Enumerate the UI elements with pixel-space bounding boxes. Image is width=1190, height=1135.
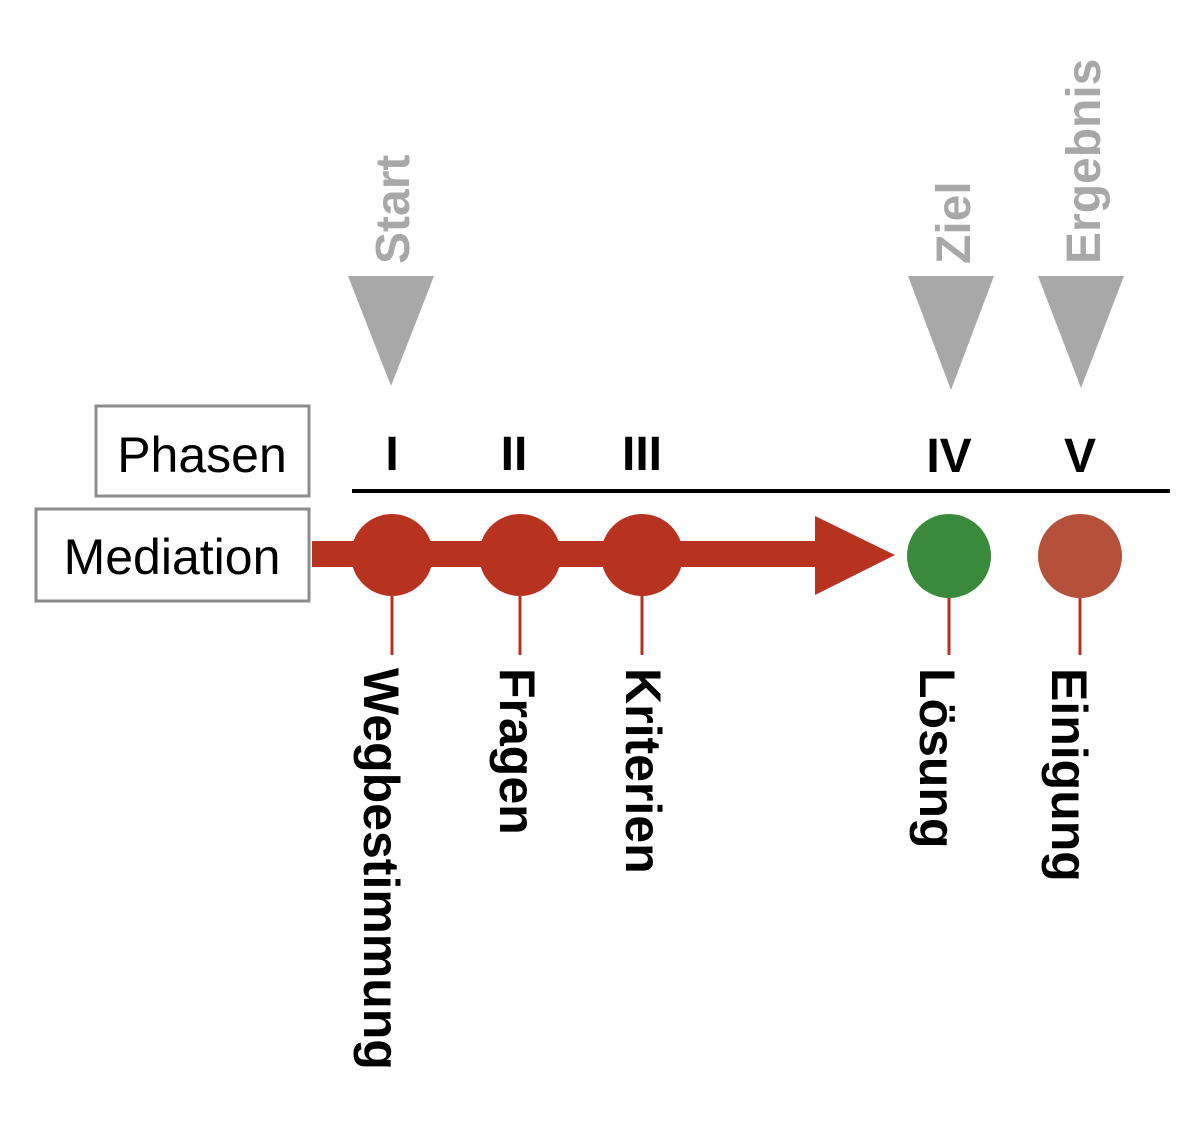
phase-node-fragen (479, 514, 561, 596)
ziel-marker-label: Ziel (928, 181, 981, 264)
ergebnis-marker-triangle (1038, 276, 1124, 388)
phase-node-kriterien (601, 514, 683, 596)
phase-numeral-2: II (501, 428, 528, 481)
phases-label: Phasen (117, 427, 287, 483)
phase-label-fragen: Fragen (489, 668, 545, 835)
phase-label-wegbestimmung: Wegbestimmung (353, 668, 409, 1070)
phases-label-box (94, 404, 311, 498)
phase-label-einigung: Einigung (1041, 668, 1097, 882)
start-marker-label: Start (367, 155, 420, 264)
start-marker-triangle (348, 276, 434, 386)
phase-node-wegbestimmung (351, 514, 433, 596)
process-arrow-head (815, 516, 895, 595)
phase-numeral-5: V (1064, 430, 1096, 483)
mediation-label-box (34, 507, 311, 603)
phase-label-loesung: Lösung (909, 668, 965, 849)
phase-numeral-3: III (622, 428, 662, 481)
ergebnis-marker-label: Ergebnis (1058, 59, 1111, 264)
phase-label-kriterien: Kriterien (615, 668, 671, 874)
mediation-label: Mediation (64, 529, 281, 585)
ziel-marker-triangle (908, 276, 994, 390)
phase-node-einigung (1038, 514, 1122, 598)
phase-numeral-1: I (385, 428, 398, 481)
phase-node-loesung (907, 514, 991, 598)
phase-numeral-4: IV (926, 430, 971, 483)
